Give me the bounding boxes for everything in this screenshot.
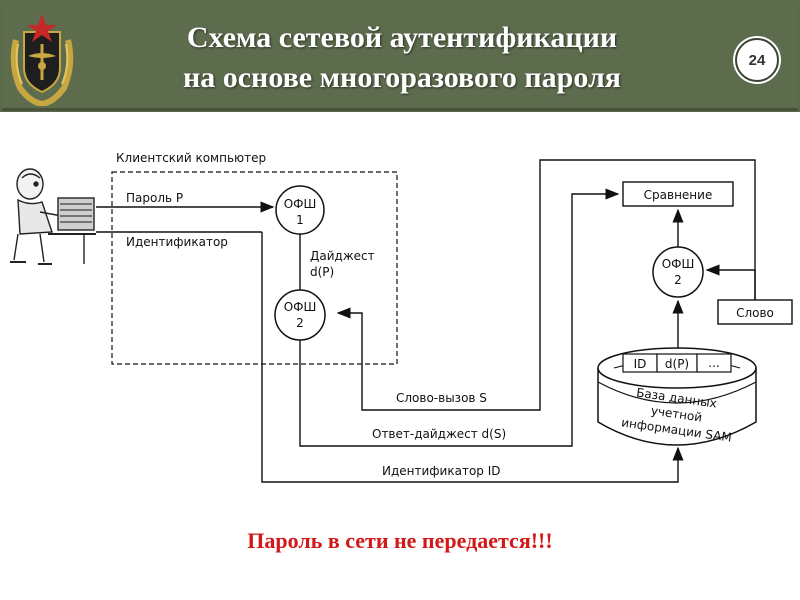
authentication-diagram: Клиентский компьютер Пароль P Идентифика…	[10, 151, 793, 483]
warning-note: Пароль в сети не передается!!!	[247, 528, 553, 553]
slide-title-line1: Схема сетевой аутентификации	[186, 21, 618, 54]
digest-label-line1: Дайджест	[310, 249, 375, 263]
server-hash-node	[652, 246, 704, 298]
emblem-icon	[10, 14, 74, 106]
compare-label: Сравнение	[644, 188, 713, 202]
hash2-number: 2	[296, 316, 304, 330]
challenge-label: Слово-вызов S	[396, 391, 487, 405]
server-hash-label: ОФШ	[662, 257, 695, 271]
hash1-number: 1	[296, 213, 304, 227]
page-number-badge: 24	[735, 38, 779, 82]
compare-box	[622, 181, 734, 207]
identifier-label: Идентификатор	[126, 235, 228, 249]
identifier-id-label: Идентификатор ID	[382, 464, 501, 478]
user-at-computer-icon	[10, 168, 96, 265]
sam-database	[597, 347, 757, 446]
hash2-node	[274, 289, 326, 341]
word-box	[717, 299, 793, 325]
hash2-label: ОФШ	[284, 300, 317, 314]
word-label: Слово	[736, 306, 774, 320]
header-inner: Схема сетевой аутентификации на основе м…	[2, 2, 798, 111]
db-col-dp: d(P)	[665, 357, 689, 371]
slide-title: Схема сетевой аутентификации на основе м…	[92, 18, 712, 98]
response-label: Ответ-дайджест d(S)	[372, 427, 506, 441]
slide-title-line2: на основе многоразового пароля	[182, 61, 622, 94]
hash1-label: ОФШ	[284, 197, 317, 211]
db-col-more: ...	[708, 356, 719, 370]
client-computer-label: Клиентский компьютер	[116, 151, 266, 165]
client-computer-box	[111, 171, 398, 365]
password-label: Пароль P	[126, 191, 183, 205]
header-bar: Схема сетевой аутентификации на основе м…	[0, 0, 800, 112]
server-hash-number: 2	[674, 273, 682, 287]
db-col-id: ID	[634, 357, 647, 371]
digest-label-line2: d(P)	[310, 265, 334, 279]
